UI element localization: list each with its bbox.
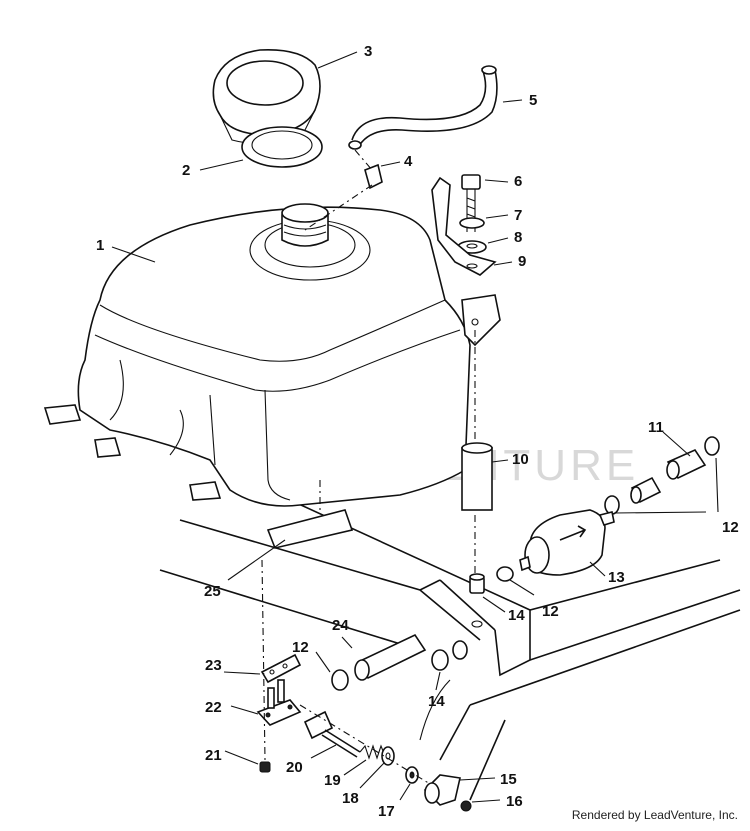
- vent-hose: [348, 65, 498, 150]
- callout-2: 2: [182, 162, 190, 179]
- callout-22: 22: [205, 699, 222, 716]
- valve-plate: [260, 653, 302, 684]
- grommet-14b: [431, 640, 468, 671]
- grommet-14a: [469, 573, 485, 594]
- callout-7: 7: [514, 207, 522, 224]
- callout-11: 11: [648, 419, 664, 436]
- callout-12-mid: 12: [542, 603, 559, 620]
- callout-8: 8: [514, 229, 522, 246]
- hose-clamp-12a: [496, 436, 720, 582]
- fuel-hose-11: [630, 448, 707, 504]
- heat-shield-pad: [266, 480, 354, 549]
- fuel-tank: [43, 203, 501, 507]
- callout-5: 5: [529, 92, 537, 109]
- valve-washer-18: [381, 746, 395, 766]
- callout-10: 10: [512, 451, 529, 468]
- callout-1: 1: [96, 237, 104, 254]
- callout-24: 24: [332, 617, 349, 634]
- callout-15: 15: [500, 771, 517, 788]
- callout-13: 13: [608, 569, 625, 586]
- valve-washer-17: [299, 704, 441, 791]
- mount-bolt: [461, 174, 481, 232]
- callout-4: 4: [404, 153, 413, 170]
- spacer-tube: [461, 330, 493, 575]
- leader-lines: [111, 51, 719, 803]
- vent-fitting: [304, 149, 383, 231]
- credit-text: Rendered by LeadVenture, Inc.: [571, 808, 738, 822]
- cap-gasket: [241, 126, 323, 168]
- callout-18: 18: [342, 790, 359, 807]
- valve-screw: [259, 559, 271, 773]
- callout-23: 23: [205, 657, 222, 674]
- callout-21: 21: [205, 747, 222, 764]
- frame-rails: [159, 499, 741, 801]
- callout-6: 6: [514, 173, 522, 190]
- tank-bracket: [431, 176, 497, 276]
- callout-3: 3: [364, 43, 372, 60]
- fuel-cap: [212, 48, 321, 144]
- callout-17: 17: [378, 803, 395, 820]
- callout-12-left: 12: [292, 639, 309, 656]
- callout-14-lower: 14: [428, 693, 445, 710]
- valve-knob: [423, 774, 461, 806]
- valve-shaft: [303, 710, 361, 758]
- callout-20: 20: [286, 759, 303, 776]
- fuel-valve: [256, 679, 302, 726]
- callout-12-right: 12: [722, 519, 739, 536]
- callout-labels: 1 2 3 4 5 6 7 8 9 10 11 12 12 12 13 14 1…: [96, 43, 739, 820]
- hose-clamp-12c: [331, 669, 349, 691]
- callout-19: 19: [324, 772, 341, 789]
- callout-16: 16: [506, 793, 523, 810]
- callout-14-upper: 14: [508, 607, 525, 624]
- knob-screw: [460, 800, 472, 812]
- valve-spring: [359, 744, 386, 760]
- callout-25: 25: [204, 583, 221, 600]
- washer-7: [459, 217, 485, 229]
- fuel-hose-24: [354, 633, 427, 681]
- callout-9: 9: [518, 253, 526, 270]
- fuel-filter: [519, 509, 615, 576]
